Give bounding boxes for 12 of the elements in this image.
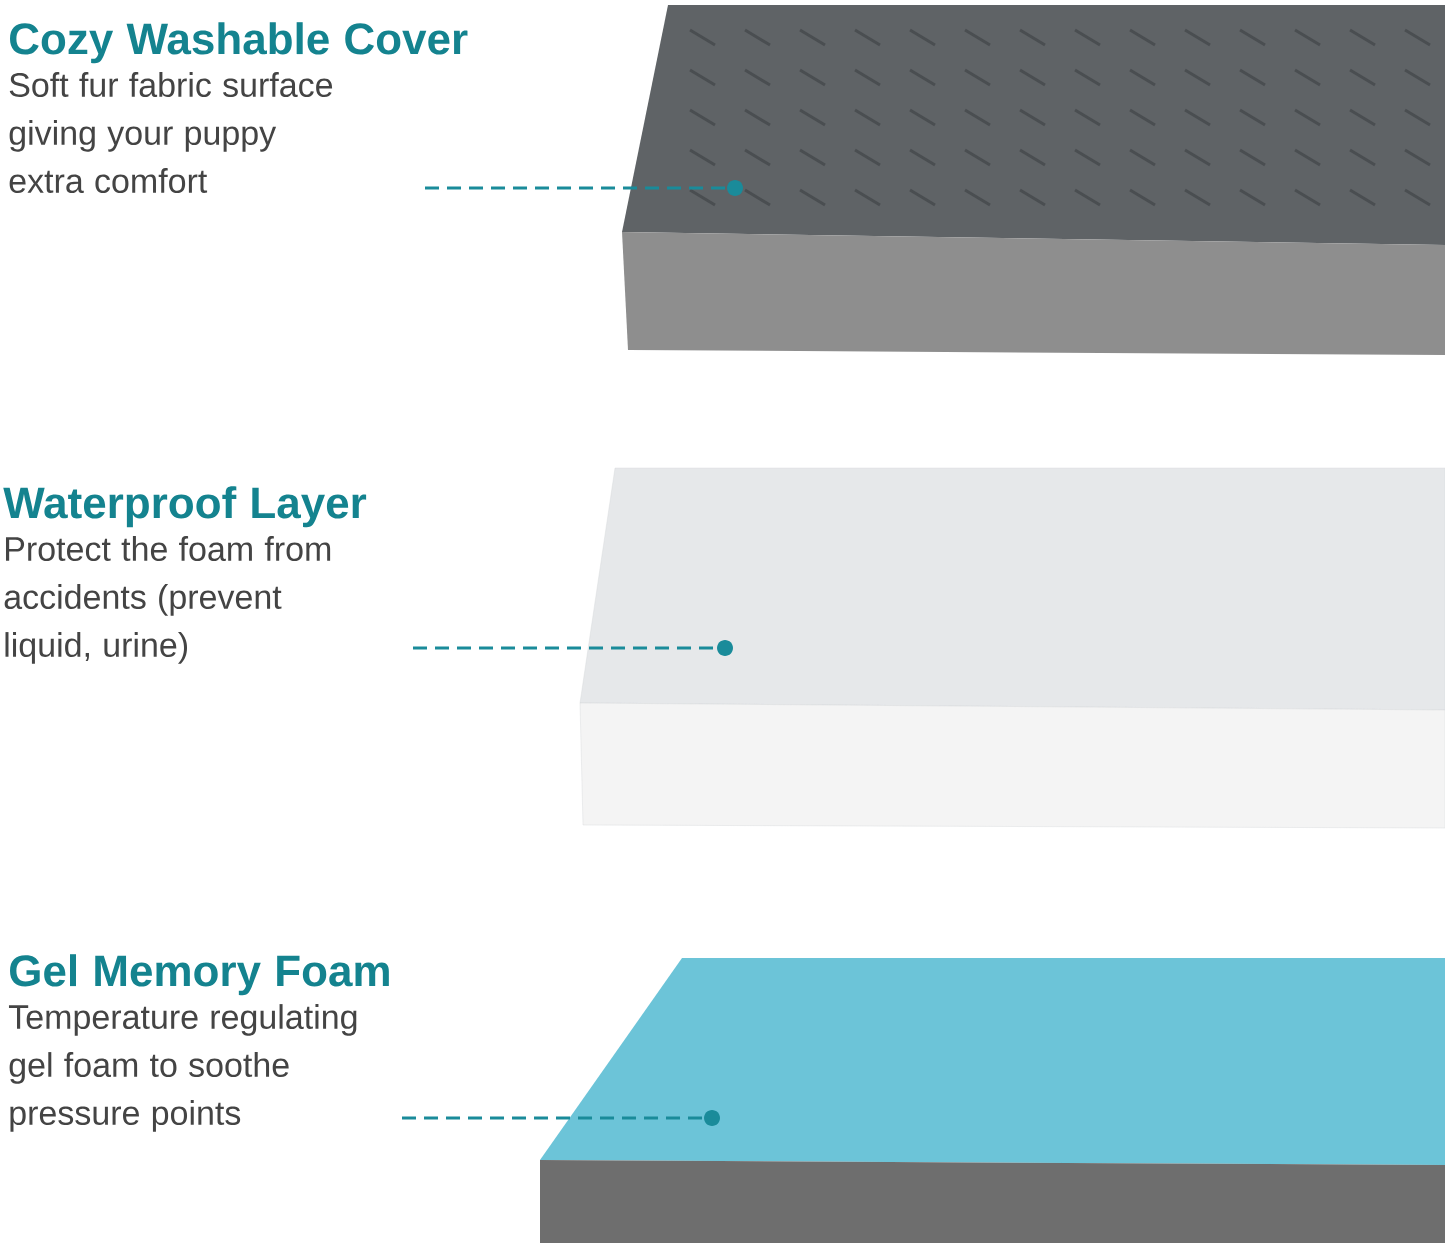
leader-line — [402, 1110, 720, 1126]
description: Temperature regulating gel foam to soothe pressure points — [8, 1004, 357, 1132]
description: Soft fur fabric surface giving your puppy extra comfort — [9, 72, 333, 194]
leader-line — [425, 180, 743, 196]
layer-drawing — [540, 958, 1445, 1243]
description: Protect the foam from accidents (prevent liquid, urine) — [4, 536, 331, 664]
heading: Cozy Washable Cover — [10, 22, 468, 64]
layer-drawing — [622, 5, 1445, 355]
layer-drawing — [579, 467, 1445, 829]
heading: Gel Memory Foam — [10, 954, 389, 996]
leader-line — [413, 640, 733, 656]
heading: Waterproof Layer — [3, 486, 367, 528]
